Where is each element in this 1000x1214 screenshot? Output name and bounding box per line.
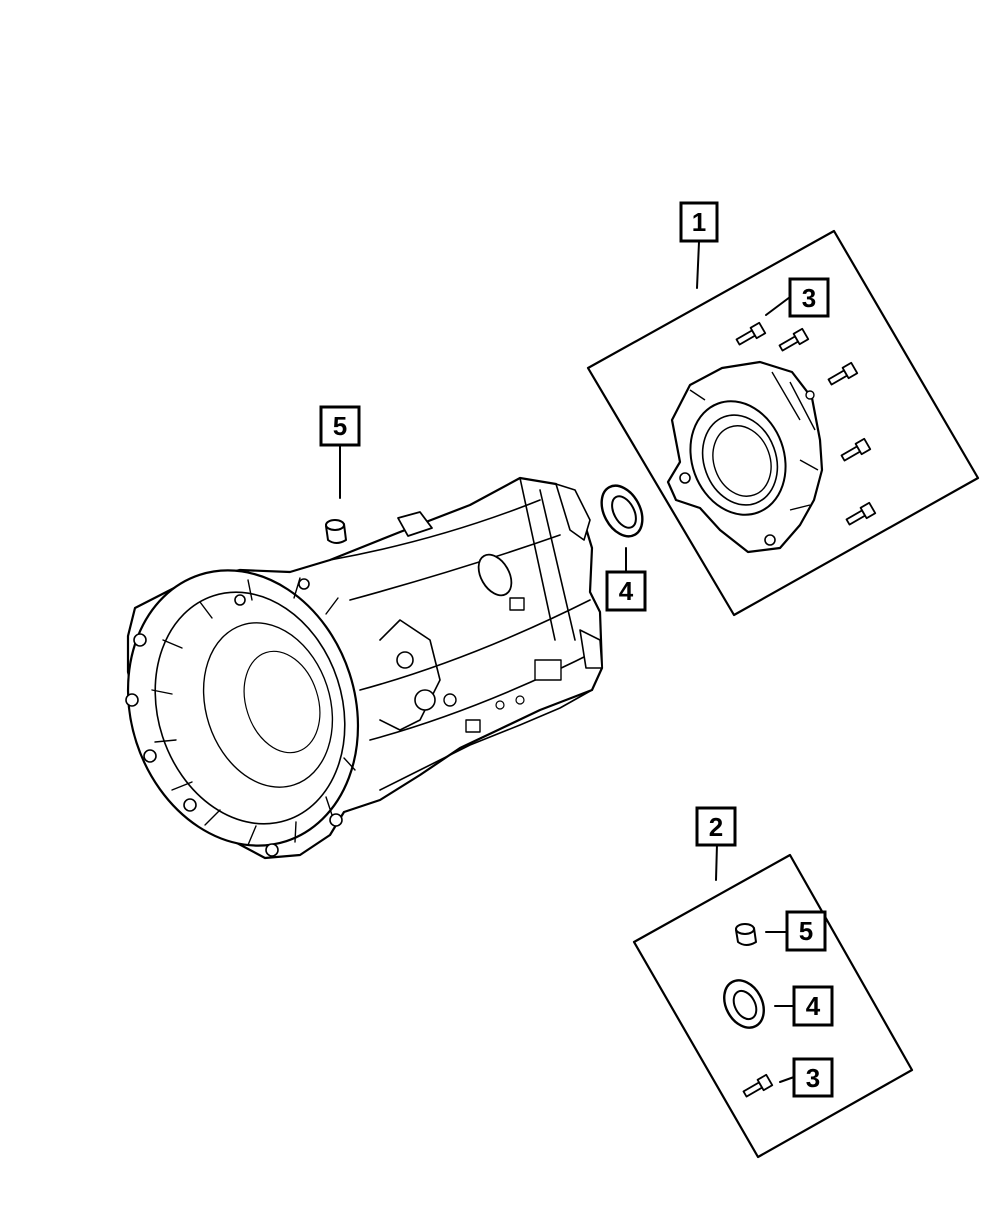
bolt xyxy=(845,501,877,526)
svg-text:1: 1 xyxy=(692,207,706,237)
callout-2: 2 xyxy=(695,806,737,847)
drain-plug-installed xyxy=(325,519,347,544)
svg-text:4: 4 xyxy=(619,576,634,606)
callout-3-kit-2: 3 xyxy=(792,1057,834,1098)
callout-5-case: 5 xyxy=(319,405,361,447)
extension-housing xyxy=(666,360,824,554)
bolt xyxy=(840,437,872,462)
callout-3-kit-1: 3 xyxy=(788,277,830,318)
svg-text:4: 4 xyxy=(806,991,821,1021)
kit-2-seal xyxy=(723,979,765,1029)
svg-text:2: 2 xyxy=(709,812,723,842)
callout-4-kit-2: 4 xyxy=(792,985,834,1027)
kit-2-plug xyxy=(735,923,757,946)
svg-text:3: 3 xyxy=(806,1063,820,1093)
callout-1: 1 xyxy=(679,201,719,243)
rear-seal-installed xyxy=(600,484,644,538)
leader-lines xyxy=(339,241,795,1083)
bolt xyxy=(827,361,859,386)
kit-2-bolt xyxy=(742,1073,774,1098)
callout-5-kit-2: 5 xyxy=(785,910,827,952)
transmission-case xyxy=(125,476,604,860)
svg-text:3: 3 xyxy=(802,283,816,313)
kit-1-frame xyxy=(586,229,980,617)
svg-text:5: 5 xyxy=(333,411,347,441)
bolt xyxy=(778,327,810,352)
bolt-set-kit-1 xyxy=(735,321,877,526)
bolt xyxy=(735,321,767,346)
callout-4-case: 4 xyxy=(605,570,647,612)
svg-text:5: 5 xyxy=(799,916,813,946)
kit-2-frame xyxy=(632,853,914,1159)
